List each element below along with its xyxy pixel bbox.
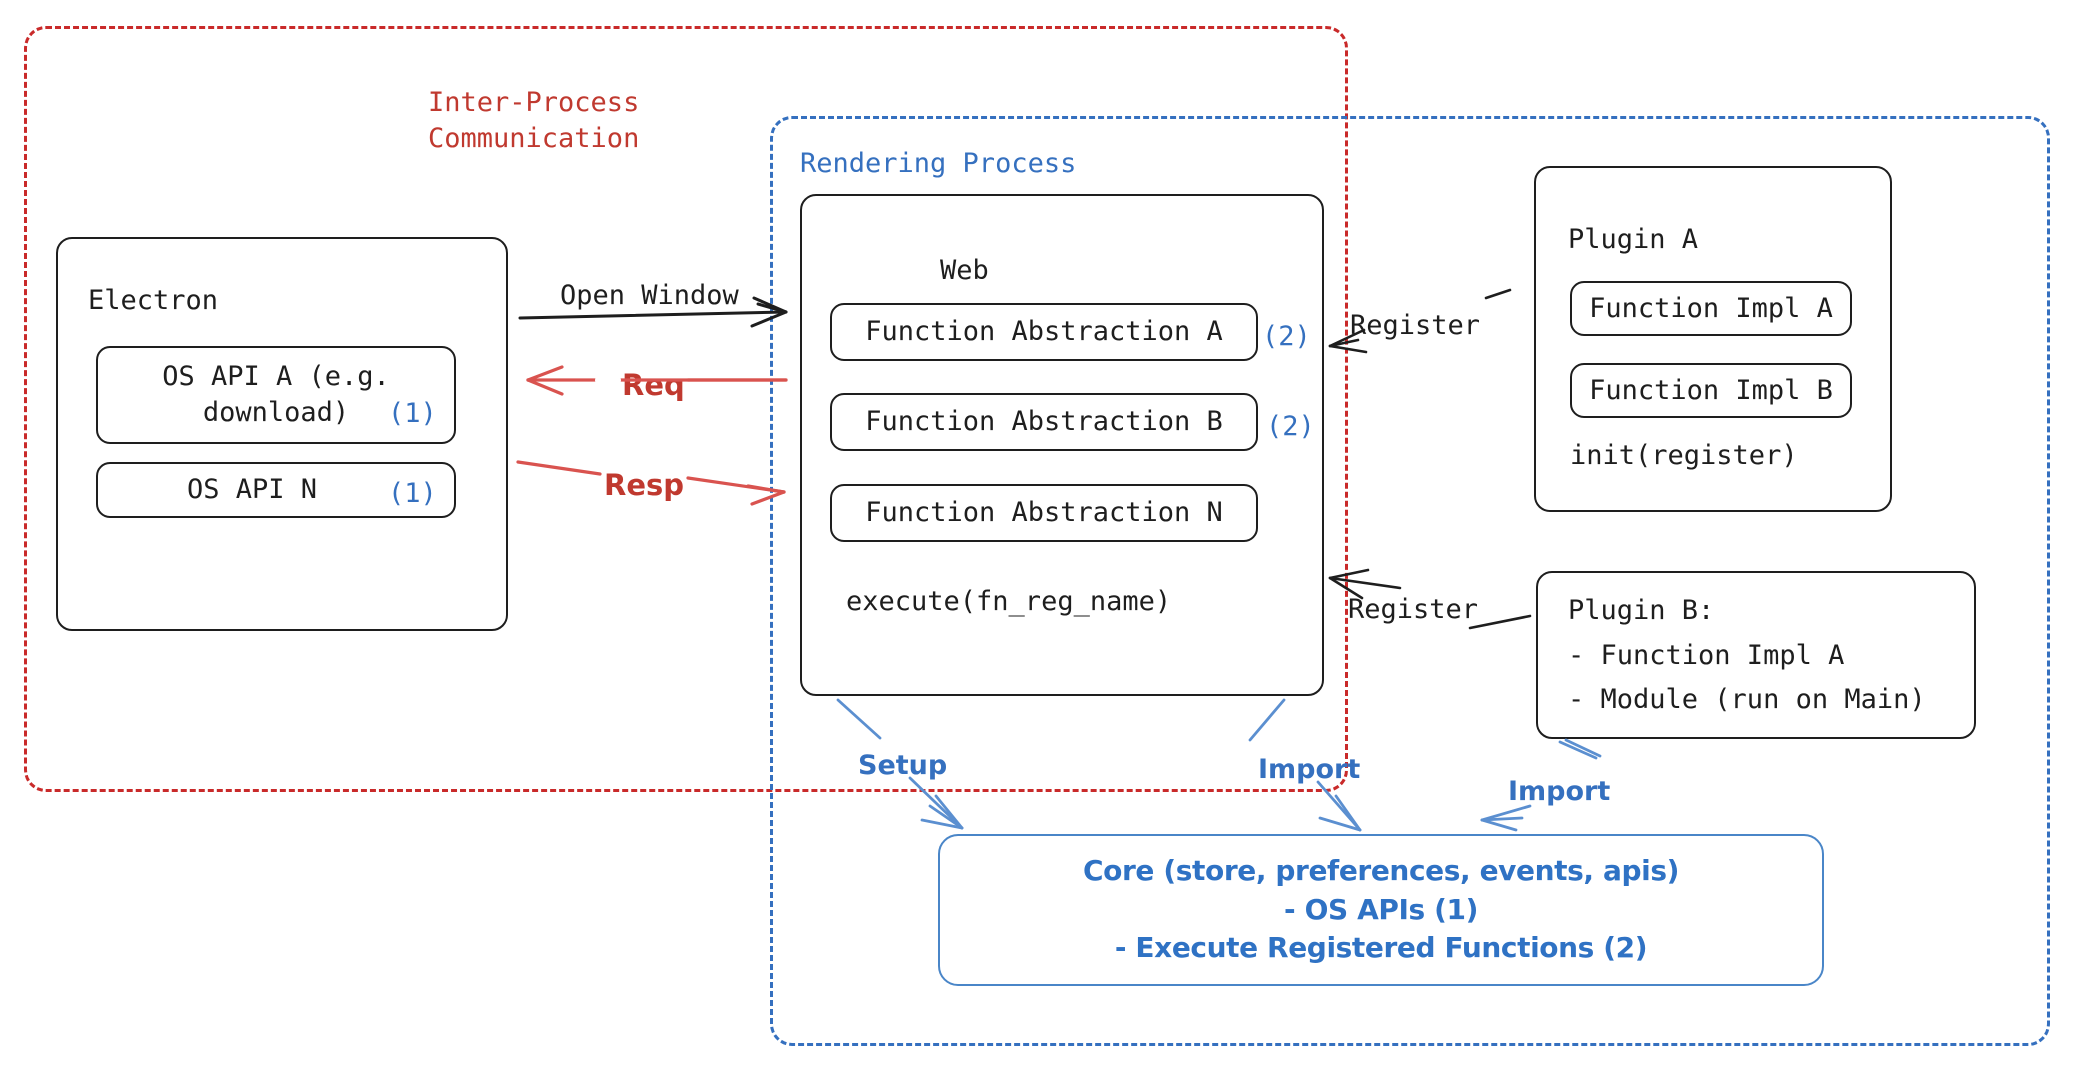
function-abstraction-a-box[interactable]: Function Abstraction A bbox=[830, 303, 1258, 361]
import-right-label: Import bbox=[1508, 774, 1610, 810]
plugin-b-line-1: - Function Impl A bbox=[1568, 638, 1844, 674]
os-api-a-box[interactable]: OS API A (e.g. download) bbox=[96, 346, 456, 444]
electron-title-text: Electron bbox=[88, 285, 219, 316]
os-api-n-label: OS API N bbox=[186, 474, 318, 506]
ipc-boundary-label-2: Communication bbox=[428, 120, 639, 157]
web-box[interactable] bbox=[800, 194, 1324, 696]
core-line-3: - Execute Registered Functions (2) bbox=[1114, 931, 1648, 965]
core-box[interactable]: Core (store, preferences, events, apis) … bbox=[938, 834, 1824, 986]
function-abstraction-a-label: Function Abstraction A bbox=[865, 316, 1223, 348]
rendering-process-label: Rendering Process bbox=[800, 146, 1076, 182]
os-api-n-tag-text: (1) bbox=[388, 478, 437, 509]
import-left-label-text: Import bbox=[1258, 754, 1361, 785]
os-api-a-tag-text: (1) bbox=[388, 398, 437, 429]
plugin-b-title: Plugin B: bbox=[1568, 593, 1714, 629]
ipc-boundary-label: Inter-Process bbox=[428, 84, 639, 121]
register-top-label: Register bbox=[1350, 308, 1480, 344]
function-abstraction-b-label: Function Abstraction B bbox=[865, 406, 1223, 438]
plugin-a-init-footer-text: init(register) bbox=[1570, 440, 1798, 471]
web-title-text: Web bbox=[940, 255, 989, 286]
register-top-label-text: Register bbox=[1350, 310, 1481, 341]
function-abstraction-a-tag-text: (2) bbox=[1262, 321, 1311, 352]
register-bottom-label-text: Register bbox=[1348, 594, 1479, 625]
import-right-label-text: Import bbox=[1508, 776, 1611, 807]
register-bottom-label: Register bbox=[1348, 592, 1478, 628]
plugin-b-line-2: - Module (run on Main) bbox=[1568, 682, 1926, 718]
plugin-b-title-text: Plugin B: bbox=[1568, 595, 1715, 626]
web-execute-footer: execute(fn_reg_name) bbox=[846, 584, 1171, 620]
rendering-process-boundary bbox=[770, 116, 2050, 1046]
function-abstraction-n-label: Function Abstraction N bbox=[865, 497, 1223, 529]
electron-title: Electron bbox=[88, 283, 218, 319]
function-abstraction-a-tag: (2) bbox=[1262, 319, 1311, 355]
req-label-text: Req bbox=[622, 368, 685, 402]
os-api-n-box[interactable]: OS API N bbox=[96, 462, 456, 518]
plugin-a-title: Plugin A bbox=[1568, 222, 1698, 258]
core-line-1: Core (store, preferences, events, apis) bbox=[1083, 854, 1679, 888]
ipc-label-line1: Inter-Process bbox=[428, 87, 640, 118]
os-api-n-tag: (1) bbox=[388, 476, 437, 512]
plugin-b-line-2-text: - Module (run on Main) bbox=[1568, 684, 1926, 715]
plugin-a-function-impl-b-label: Function Impl B bbox=[1589, 374, 1833, 406]
setup-label-text: Setup bbox=[858, 750, 948, 781]
plugin-b-box[interactable] bbox=[1536, 571, 1976, 739]
plugin-a-function-impl-a-label: Function Impl A bbox=[1589, 292, 1833, 324]
function-abstraction-b-tag: (2) bbox=[1266, 409, 1315, 445]
import-left-label: Import bbox=[1258, 752, 1360, 788]
plugin-a-init-footer: init(register) bbox=[1570, 438, 1798, 474]
setup-label: Setup bbox=[858, 748, 947, 784]
web-execute-footer-text: execute(fn_reg_name) bbox=[846, 586, 1172, 617]
plugin-a-title-text: Plugin A bbox=[1568, 224, 1699, 255]
os-api-a-tag: (1) bbox=[388, 396, 437, 432]
function-abstraction-b-tag-text: (2) bbox=[1266, 411, 1315, 442]
resp-label-text: Resp bbox=[604, 468, 685, 502]
os-api-a-label: OS API A (e.g. download) bbox=[162, 361, 390, 428]
open-window-label-text: Open Window bbox=[560, 280, 739, 311]
resp-label: Resp bbox=[604, 466, 684, 504]
core-line-2: - OS APIs (1) bbox=[1284, 892, 1478, 926]
plugin-a-function-impl-a-box[interactable]: Function Impl A bbox=[1570, 281, 1852, 336]
ipc-boundary bbox=[24, 26, 1348, 792]
web-title: Web bbox=[940, 253, 989, 289]
plugin-b-line-1-text: - Function Impl A bbox=[1568, 640, 1845, 671]
ipc-label-line2: Communication bbox=[428, 123, 640, 154]
rendering-process-label-text: Rendering Process bbox=[800, 148, 1077, 179]
plugin-a-box[interactable] bbox=[1534, 166, 1892, 512]
electron-box[interactable] bbox=[56, 237, 508, 631]
req-label: Req bbox=[622, 366, 685, 404]
function-abstraction-b-box[interactable]: Function Abstraction B bbox=[830, 393, 1258, 451]
open-window-label: Open Window bbox=[560, 278, 739, 314]
plugin-a-function-impl-b-box[interactable]: Function Impl B bbox=[1570, 363, 1852, 418]
function-abstraction-n-box[interactable]: Function Abstraction N bbox=[830, 484, 1258, 542]
